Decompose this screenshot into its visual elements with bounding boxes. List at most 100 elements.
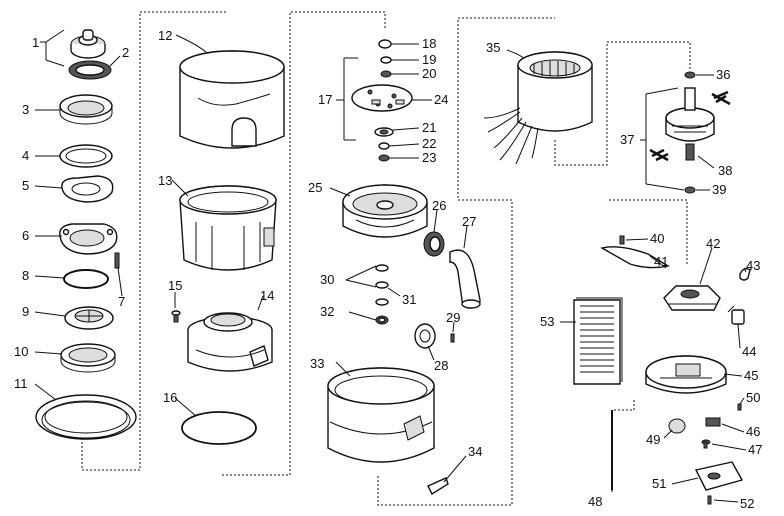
label-part-34: 34 (468, 444, 482, 459)
part-17-group-bracket (336, 57, 358, 141)
part-43-clip (739, 267, 751, 281)
label-part-28: 28 (434, 358, 448, 373)
part-8-snap-ring (63, 269, 109, 289)
label-part-15: 15 (168, 278, 182, 293)
part-35-stator (483, 51, 593, 165)
part-24-turntable (351, 84, 413, 112)
part-36-washer (684, 71, 696, 79)
label-part-46: 46 (746, 424, 760, 439)
part-23-nut (378, 154, 390, 162)
part-50-screw (737, 403, 742, 411)
part-5-backup-flange (61, 175, 114, 203)
label-part-2: 2 (122, 45, 129, 60)
part-1-stopper (70, 29, 106, 59)
label-part-13: 13 (158, 173, 172, 188)
part-20-washer (380, 70, 392, 78)
label-part-45: 45 (744, 368, 758, 383)
label-part-19: 19 (422, 52, 436, 67)
label-part-52: 52 (740, 496, 754, 511)
label-part-42: 42 (706, 236, 720, 251)
part-10-cushion-mount (60, 343, 116, 373)
part-9-fiber-gasket-mount (64, 306, 114, 330)
label-part-31: 31 (402, 292, 416, 307)
label-part-30: 30 (320, 272, 334, 287)
part-27-discharge-tube (449, 249, 481, 309)
part-47-screw (701, 439, 711, 449)
label-part-51: 51 (652, 476, 666, 491)
label-part-16: 16 (163, 390, 177, 405)
label-part-11: 11 (14, 376, 28, 391)
label-part-12: 12 (158, 28, 172, 43)
part-53-instruction-booklet (573, 297, 623, 385)
label-part-33: 33 (310, 356, 324, 371)
label-part-10: 10 (14, 344, 28, 359)
part-51-cover (694, 461, 744, 491)
part-41-insulator (600, 246, 670, 269)
label-part-37: 37 (620, 132, 634, 147)
label-part-49: 49 (646, 432, 660, 447)
part-28-flange (414, 323, 436, 349)
label-part-48: 48 (588, 494, 602, 509)
part-19-washer (380, 56, 392, 64)
part-49-knob (668, 418, 686, 434)
label-part-53: 53 (540, 314, 554, 329)
part-7-screw (114, 252, 120, 269)
part-11-splash-guard (35, 394, 137, 440)
part-26-gasket (423, 231, 445, 257)
part-12-sound-insulation (179, 50, 285, 149)
part-22-washer (378, 142, 390, 150)
label-part-24: 24 (434, 92, 448, 107)
label-part-44: 44 (742, 344, 756, 359)
label-part-38: 38 (718, 163, 732, 178)
label-part-25: 25 (308, 180, 322, 195)
label-part-21: 21 (422, 120, 436, 135)
label-part-14: 14 (260, 288, 274, 303)
part-4-fiber-gasket (59, 144, 113, 168)
label-part-3: 3 (22, 102, 29, 117)
leader-lines (34, 29, 747, 503)
label-part-20: 20 (422, 66, 436, 81)
part-42-end-bell (663, 285, 721, 311)
part-37-rotor (665, 87, 715, 161)
label-part-39: 39 (712, 182, 726, 197)
part-18-nut (378, 39, 392, 49)
label-part-22: 22 (422, 136, 436, 151)
part-number-labels: 1 2 3 4 5 6 7 8 9 10 11 12 13 14 15 16 1… (14, 28, 762, 511)
label-part-5: 5 (22, 178, 29, 193)
label-part-27: 27 (462, 214, 476, 229)
label-part-43: 43 (746, 258, 760, 273)
part-29-screw (450, 333, 455, 343)
part-13-hopper (179, 185, 277, 271)
label-part-40: 40 (650, 231, 664, 246)
part-6-mounting-ring (59, 223, 118, 255)
part-32-washer (375, 315, 389, 325)
part-46-terminal (705, 417, 721, 427)
label-part-35: 35 (486, 40, 500, 55)
part-14-housing (187, 312, 273, 372)
part-25-grinding-chamber (342, 184, 428, 238)
label-part-8: 8 (22, 268, 29, 283)
part-16-gasket (181, 411, 257, 445)
label-part-23: 23 (422, 150, 436, 165)
part-38-springs (649, 90, 731, 162)
label-part-26: 26 (432, 198, 446, 213)
label-part-29: 29 (446, 310, 460, 325)
label-part-36: 36 (716, 67, 730, 82)
part-33-lower-housing (327, 367, 435, 463)
label-part-18: 18 (422, 36, 436, 51)
part-34-wrench (427, 477, 449, 496)
label-part-17: 17 (318, 92, 332, 107)
label-part-6: 6 (22, 228, 29, 243)
part-40-screw (619, 235, 625, 245)
label-part-47: 47 (748, 442, 762, 457)
part-15-screw (171, 310, 181, 323)
part-21-washer (374, 127, 394, 137)
label-part-32: 32 (320, 304, 334, 319)
part-45-cover-plate (645, 355, 727, 394)
part-30-31-washers (345, 264, 401, 306)
part-39-nut (684, 186, 696, 194)
part-2-mount-gasket (68, 60, 112, 80)
part-52-screw (707, 495, 712, 505)
part-3-sink-flange (59, 94, 113, 125)
